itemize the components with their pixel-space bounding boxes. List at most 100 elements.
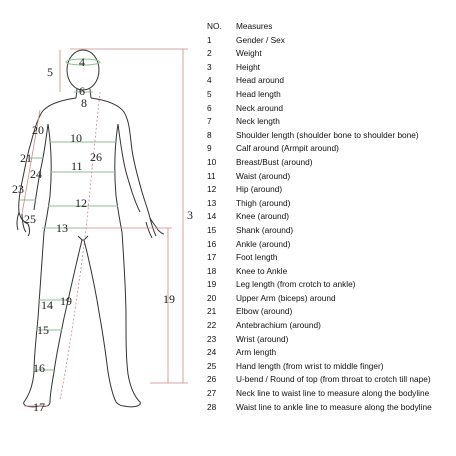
- measure-number: 1: [207, 34, 212, 45]
- measure-label: Upper Arm (biceps) around: [236, 292, 336, 303]
- measure-number: 22: [207, 320, 217, 331]
- measure-number: 13: [207, 197, 217, 208]
- right-leg-outer: [115, 231, 141, 408]
- measure-number: 6: [207, 102, 212, 113]
- measure-row: 10 Breast/Bust (around): [207, 156, 456, 170]
- label-16: 16: [33, 361, 45, 375]
- measure-number: 9: [207, 143, 212, 154]
- measure-row: 12 Hip (around): [207, 183, 456, 197]
- measure-label: Hip (around): [236, 184, 283, 195]
- label-6: 6: [79, 84, 85, 98]
- measure-number: 4: [207, 75, 212, 86]
- measure-row: 1 Gender / Sex: [207, 34, 456, 48]
- measure-label: Knee (around): [236, 211, 290, 222]
- measure-row: 9 Calf around (Armpit around): [207, 142, 456, 156]
- measure-row: 22 Antebrachium (around): [207, 319, 456, 333]
- label-23: 23: [12, 182, 24, 196]
- label-19-right: 19: [163, 292, 175, 306]
- header-measures: Measures: [236, 21, 273, 31]
- measure-label: Head length: [236, 88, 281, 99]
- waist-left: [43, 123, 52, 233]
- measure-number: 7: [207, 116, 212, 127]
- measure-number: 26: [207, 374, 217, 385]
- measure-number: 20: [207, 292, 217, 303]
- measure-label: Antebrachium (around): [236, 320, 321, 331]
- head-outline: [66, 49, 100, 91]
- label-8: 8: [81, 96, 87, 110]
- measure-label: Ankle (around): [236, 238, 291, 249]
- measure-number: 21: [207, 306, 217, 317]
- measure-label: Knee to Ankle: [236, 265, 288, 276]
- measure-number: 14: [207, 211, 217, 222]
- measure-label: Breast/Bust (around): [236, 156, 313, 167]
- right-arm-inner: [117, 123, 141, 213]
- measure-number: 23: [207, 333, 217, 344]
- measure-label: Weight: [236, 48, 262, 59]
- label-19-left: 19: [60, 294, 72, 308]
- measure-number: 11: [207, 170, 216, 181]
- measure-label: Waist line to ankle line to measure alon…: [236, 401, 432, 412]
- measure-label: Neck line to waist line to measure along…: [236, 388, 430, 399]
- arm-length-line: [21, 109, 41, 215]
- measure-number: 16: [207, 238, 217, 249]
- measure-number: 12: [207, 184, 217, 195]
- measure-label: Neck length: [236, 116, 280, 127]
- measure-number: 2: [207, 48, 212, 59]
- measure-number: 24: [207, 347, 217, 358]
- label-17: 17: [33, 400, 45, 414]
- measure-row: 6 Neck around: [207, 102, 456, 116]
- measures-table-header: NO. Measures: [207, 20, 456, 34]
- circumference-guides: [20, 58, 118, 371]
- measure-label: Head around: [236, 75, 284, 86]
- measure-label: Thigh (around): [236, 197, 291, 208]
- measure-number: 10: [207, 156, 217, 167]
- left-hand-outline: [16, 211, 30, 237]
- length-guides: [21, 48, 188, 407]
- label-20: 20: [32, 123, 44, 137]
- measure-number: 28: [207, 401, 217, 412]
- label-11: 11: [71, 159, 83, 173]
- measure-row: 28 Waist line to ankle line to measure al…: [207, 401, 456, 415]
- body-outline: [16, 49, 165, 408]
- label-21: 21: [20, 151, 32, 165]
- header-no: NO.: [207, 21, 222, 31]
- measure-label: Elbow (around): [236, 306, 293, 317]
- measure-label: Gender / Sex: [236, 34, 285, 45]
- label-13: 13: [56, 221, 68, 235]
- measure-number: 3: [207, 61, 212, 72]
- measure-label: Leg length (from crotch to ankle): [236, 279, 356, 290]
- measure-label: Neck around: [236, 102, 284, 113]
- right-hand-outline: [145, 217, 165, 239]
- measure-label: U-bend / Round of top (from throat to cr…: [236, 374, 431, 385]
- torso-left-outline: [18, 97, 77, 225]
- measure-row: 5 Head length: [207, 88, 456, 102]
- label-10: 10: [70, 131, 82, 145]
- label-24: 24: [30, 167, 42, 181]
- measure-label: Calf around (Armpit around): [236, 143, 339, 154]
- label-3: 3: [187, 208, 193, 222]
- measure-row: 20 Upper Arm (biceps) around: [207, 292, 456, 306]
- figure-number-labels: 4 5 6 8 20 10 26 21 11 24 23 12 3 25 13 …: [12, 55, 193, 414]
- measure-number: 5: [207, 88, 212, 99]
- label-12: 12: [75, 196, 87, 210]
- measure-row: 2 Weight: [207, 47, 456, 61]
- measure-row: 18 Knee to Ankle: [207, 265, 456, 279]
- body-figure-diagram: 4 5 6 8 20 10 26 21 11 24 23 12 3 25 13 …: [12, 48, 193, 414]
- left-leg-inner: [39, 239, 83, 407]
- measure-number: 17: [207, 252, 217, 263]
- left-leg-outer: [23, 231, 45, 408]
- measure-number: 18: [207, 265, 217, 276]
- left-arm-inner: [33, 123, 49, 211]
- head-around-guide: [65, 58, 101, 66]
